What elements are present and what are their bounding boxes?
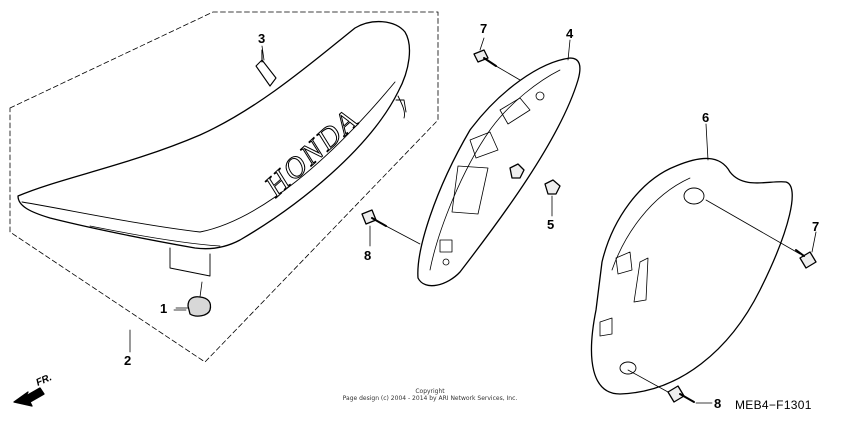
bolt-8b [667,385,695,403]
callout-8-left: 8 [364,248,372,263]
bolt-8a [361,209,387,227]
bolt-7a [473,49,497,67]
side-cover-left [417,57,581,287]
callout-4: 4 [566,26,574,41]
nut-b [544,179,561,195]
leader-lines [129,37,817,404]
nut-a [509,163,525,179]
seat-strap [255,49,277,87]
callout-3: 3 [258,31,266,46]
copyright-line-2: Page design (c) 2004 - 2014 by ARI Netwo… [342,395,518,402]
seat-brand-label: HONDA [258,103,365,204]
seat-assembly-boundary [9,11,439,363]
callout-7-top: 7 [480,21,488,36]
callout-2: 2 [124,353,132,368]
cushion-part [187,296,212,317]
front-arrow-icon [13,387,45,407]
callout-1: 1 [160,301,168,316]
callout-8-bottom: 8 [714,396,722,411]
copyright-line-1: Copyright [415,388,445,395]
callout-6: 6 [702,110,710,125]
side-cover-right [590,157,793,395]
seat [17,21,411,277]
diagram-code: MEB4−F1301 [735,398,812,412]
bolt-7b [795,249,817,269]
copyright-notice: Copyright Page design (c) 2004 - 2014 by… [330,388,530,402]
callout-7-right: 7 [812,219,820,234]
callout-5: 5 [547,217,555,232]
